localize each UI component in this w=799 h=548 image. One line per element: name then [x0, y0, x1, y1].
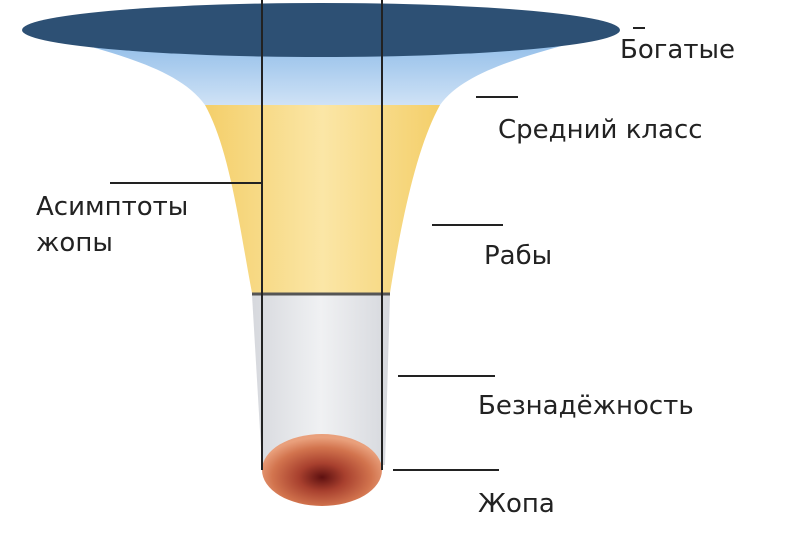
label-hopeless: Безнадёжность — [478, 391, 694, 421]
rich-top-ellipse — [22, 3, 620, 57]
hopeless-band — [252, 295, 390, 465]
label-slaves: Рабы — [484, 241, 552, 271]
label-bottom: Жопа — [478, 489, 555, 519]
slaves-band — [205, 105, 440, 293]
label-rich: Богатые — [620, 35, 735, 65]
label-asymptote-1: Асимптоты — [36, 192, 188, 222]
bottom-blob — [262, 434, 382, 506]
middle-class-band — [60, 38, 590, 105]
label-asymptote-2: жопы — [36, 228, 113, 258]
label-middle: Средний класс — [498, 115, 703, 145]
